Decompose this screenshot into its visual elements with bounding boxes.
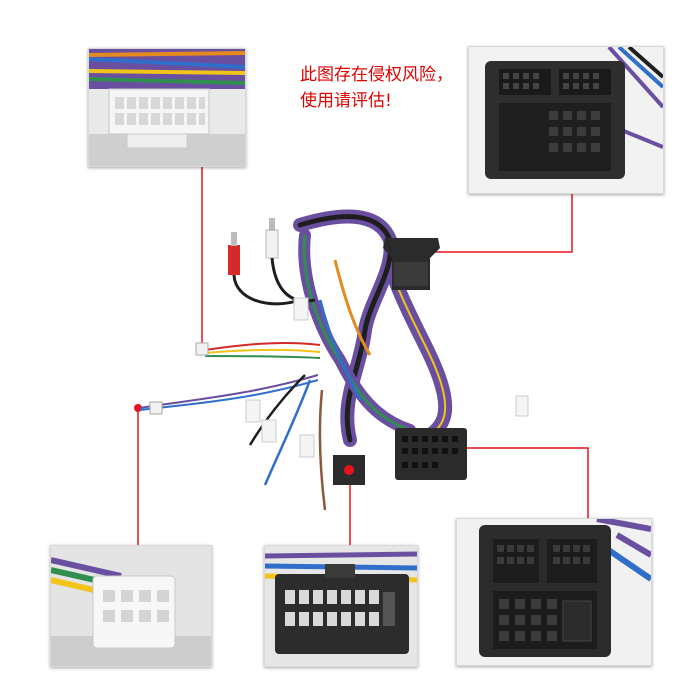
mini-white-connector-1 (195, 342, 209, 356)
quadlock-black-connector-photo (468, 46, 664, 194)
watermark-text: 此图存在侵权风险， 使用请评估! (300, 62, 453, 114)
harness-16pin-black (333, 455, 365, 485)
rca-plug-white (265, 218, 279, 259)
watermark-line-1: 此图存在侵权风险， (300, 65, 453, 85)
watermark-line-2: 使用请评估! (300, 91, 392, 111)
white-16pin-connector-photo (88, 48, 246, 167)
harness-quadlock-female (383, 238, 440, 290)
white-8pin-connector-photo (50, 545, 212, 667)
callout-line-top-right (412, 192, 573, 253)
quadlock-male-connector-photo (456, 518, 652, 666)
black-16pin-connector-photo (264, 545, 418, 667)
mini-white-connector-2 (149, 401, 163, 415)
rca-plug-red (228, 232, 240, 275)
harness-quadlock-male (395, 428, 467, 480)
callout-line-bottom-right (440, 447, 589, 518)
